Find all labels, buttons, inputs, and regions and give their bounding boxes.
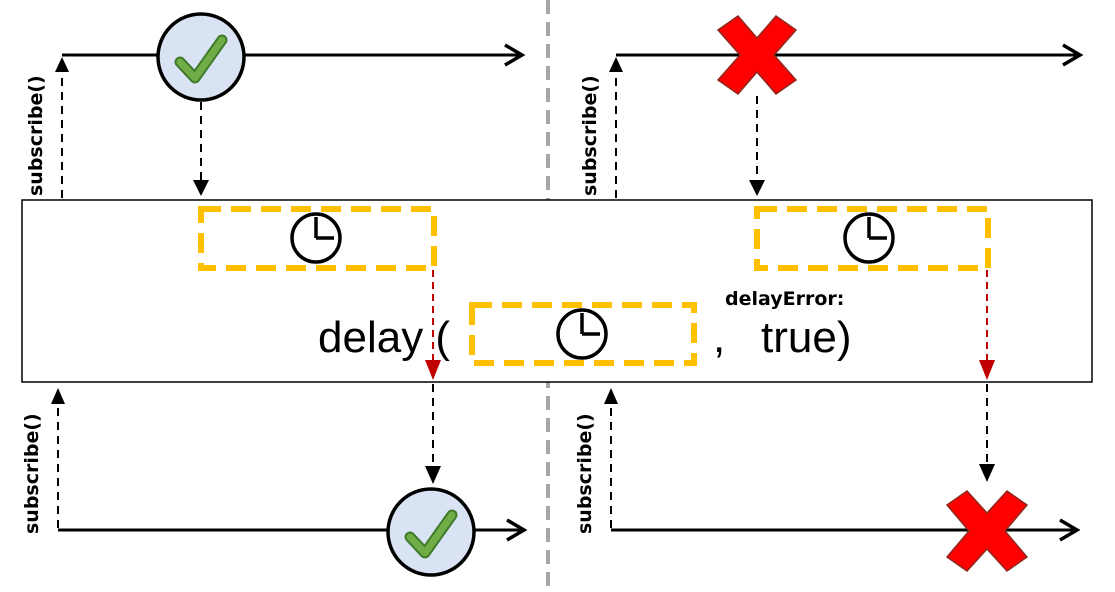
left-top-subscribe-label: subscribe() [25, 75, 47, 196]
true-label: true) [761, 313, 851, 362]
left-output-arrow [425, 384, 441, 484]
right-top-subscribe-arrow [609, 57, 623, 198]
center-timer-box [469, 302, 697, 366]
right-bottom-subscribe-arrow [604, 388, 618, 528]
clock-icon [290, 212, 342, 264]
right-output-arrow [979, 384, 995, 482]
left-bottom-subscribe-label: subscribe() [21, 413, 43, 534]
left-top-subscribe-arrow [55, 57, 69, 198]
left-delayed-arrow [425, 270, 441, 380]
left-emission-arrow [193, 102, 209, 196]
right-top-subscribe-label: subscribe() [579, 75, 601, 196]
right-timer-box [754, 206, 991, 271]
left-result-complete-marble [386, 487, 476, 577]
right-bottom-subscribe-label: subscribe() [574, 413, 596, 534]
right-delayed-arrow [979, 270, 995, 380]
red-x-icon [945, 490, 1029, 572]
clock-icon [556, 308, 608, 360]
delay-error-label: delayError: [725, 288, 844, 310]
clock-icon [843, 212, 895, 264]
left-timer-box [198, 206, 437, 271]
left-source-complete-marble [156, 12, 246, 102]
right-source-timeline [616, 43, 1084, 67]
red-x-icon [716, 14, 798, 96]
left-source-timeline [62, 43, 526, 67]
left-bottom-subscribe-arrow [51, 388, 65, 528]
delay-label: delay ( [318, 313, 450, 362]
right-source-error-marble [716, 14, 798, 96]
right-result-error-marble [945, 490, 1029, 572]
right-emission-arrow [749, 96, 765, 196]
operator-box [21, 199, 1093, 383]
comma-label: , [713, 313, 725, 362]
